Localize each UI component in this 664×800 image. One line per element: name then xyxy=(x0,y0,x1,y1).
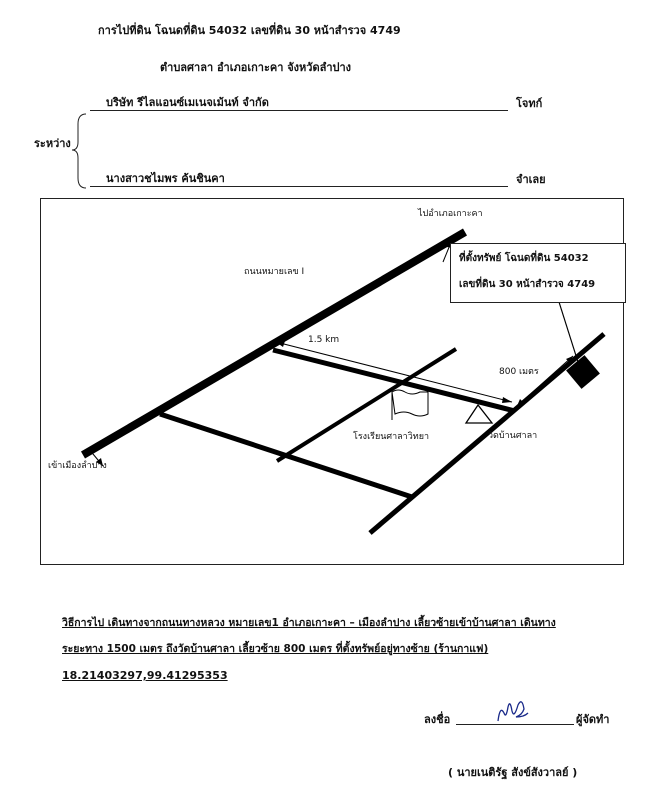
header-location: ตำบลศาลา อำเภอเกาะคา จังหวัดลำปาง xyxy=(160,61,352,74)
party2-underline xyxy=(90,186,508,187)
party1-underline xyxy=(90,110,508,111)
signature-line xyxy=(456,724,574,725)
property-callout: ที่ตั้งทรัพย์ โฉนดที่ดิน 54032 เลขที่ดิน… xyxy=(450,243,626,303)
party2-name: นางสาวชไมพร ค้นชินคา xyxy=(106,172,225,185)
party2-role: จำเลย xyxy=(516,173,546,186)
party1-role: โจทก์ xyxy=(516,97,543,110)
bracket-brace xyxy=(71,113,87,189)
label-dist-1-5km: 1.5 km xyxy=(308,335,340,345)
label-road-name: ถนนหมายเลข I xyxy=(244,267,305,277)
label-temple: วัดบ้านศาลา xyxy=(488,431,538,441)
signer-title: ผู้จัดทำ xyxy=(576,713,610,726)
label-school: โรงเรียนศาลาวิทยา xyxy=(353,432,430,442)
signer-name: ( นายเนติรัฐ สังข์สังวาลย์ ) xyxy=(448,766,578,779)
sign-label: ลงชื่อ xyxy=(424,713,451,726)
map-frame xyxy=(40,198,624,565)
highway-road xyxy=(80,228,468,459)
directions-line2: ระยะทาง 1500 เมตร ถึงวัดบ้านศาลา เลี้ยวซ… xyxy=(62,643,489,655)
label-to-kokha: ไปอำเภอเกาะคา xyxy=(418,209,483,219)
header-title: การไปที่ดิน โฉนดที่ดิน 54032 เลขที่ดิน 3… xyxy=(98,24,401,37)
callout-line1: ที่ตั้งทรัพย์ โฉนดที่ดิน 54032 xyxy=(459,253,589,264)
middle-road xyxy=(275,347,458,463)
party1-name: บริษัท รีไลแอนซ์เมเนจเม้นท์ จำกัด xyxy=(106,96,269,109)
callout-line2: เลขที่ดิน 30 หน้าสำรวจ 4749 xyxy=(459,279,596,290)
directions-line1: วิธีการไป เดินทางจากถนนทางหลวง หมายเลข1 … xyxy=(62,617,556,629)
label-dist-800m: 800 เมตร xyxy=(499,367,539,377)
callout-pointer xyxy=(558,301,579,363)
dist-800m-arrow xyxy=(516,355,574,407)
between-label: ระหว่าง xyxy=(34,137,71,150)
dist-1-5km-arrow xyxy=(275,341,513,403)
road-to-temple xyxy=(272,347,516,414)
school-flag-icon xyxy=(391,389,429,417)
road-to-property xyxy=(368,332,606,535)
coordinates: 18.21403297,99.41295353 xyxy=(62,669,228,682)
signature-mark xyxy=(497,701,529,722)
property-marker xyxy=(566,355,600,389)
temple-icon xyxy=(464,403,494,424)
label-to-lampang: เข้าเมืองลำปาง xyxy=(48,461,107,471)
